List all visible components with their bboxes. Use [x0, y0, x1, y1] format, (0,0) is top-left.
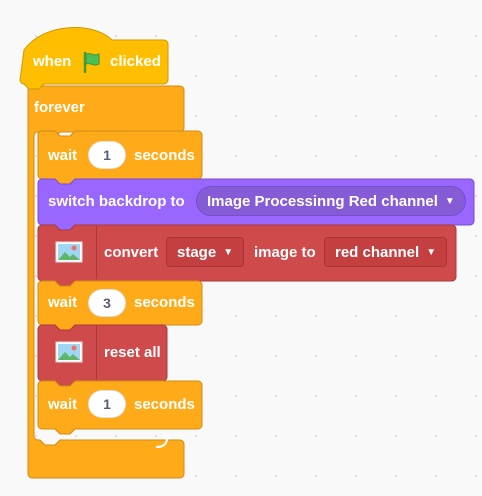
wait-seconds-input[interactable]: 1: [88, 390, 126, 418]
image-extension-icon-container: [42, 325, 97, 379]
convert-source-dropdown[interactable]: stage ▼: [166, 237, 245, 267]
seconds-label: seconds: [134, 294, 195, 311]
convert-target-dropdown[interactable]: red channel ▼: [324, 237, 448, 267]
convert-source-value: stage: [177, 243, 217, 261]
forever-label: forever: [34, 99, 85, 116]
when-label: when: [33, 53, 72, 70]
chevron-down-icon: ▼: [223, 246, 234, 258]
image-extension-icon-container: [42, 225, 97, 279]
switch-backdrop-label: switch backdrop to: [48, 193, 185, 210]
wait-seconds-input[interactable]: 1: [88, 141, 126, 169]
wait-block-2[interactable]: wait 3 seconds: [38, 281, 202, 325]
wait-label: wait: [48, 396, 78, 413]
chevron-down-icon: ▼: [444, 195, 455, 207]
wait-seconds-input[interactable]: 3: [88, 289, 126, 317]
reset-all-block[interactable]: reset all: [38, 325, 168, 381]
loop-arrow-icon: [155, 434, 171, 449]
image-icon: [55, 241, 83, 263]
green-flag-icon: [83, 51, 100, 74]
backdrop-dropdown-value: Image Processinng Red channel: [207, 192, 438, 210]
image-to-label: image to: [254, 244, 316, 261]
convert-label: convert: [104, 244, 159, 261]
when-flag-clicked-block[interactable]: when clicked: [24, 40, 170, 84]
reset-all-label: reset all: [104, 344, 161, 361]
switch-backdrop-block[interactable]: switch backdrop to Image Processinng Red…: [38, 179, 474, 225]
wait-block-3[interactable]: wait 1 seconds: [38, 381, 202, 429]
convert-target-value: red channel: [335, 243, 420, 261]
clicked-label: clicked: [110, 53, 161, 70]
backdrop-dropdown[interactable]: Image Processinng Red channel ▼: [196, 186, 466, 216]
convert-image-block[interactable]: convert stage ▼ image to red channel ▼: [38, 225, 456, 281]
seconds-label: seconds: [134, 147, 195, 164]
wait-block-1[interactable]: wait 1 seconds: [38, 131, 202, 179]
seconds-label: seconds: [134, 396, 195, 413]
image-icon: [55, 341, 83, 363]
wait-label: wait: [48, 147, 78, 164]
chevron-down-icon: ▼: [426, 246, 437, 258]
wait-label: wait: [48, 294, 78, 311]
